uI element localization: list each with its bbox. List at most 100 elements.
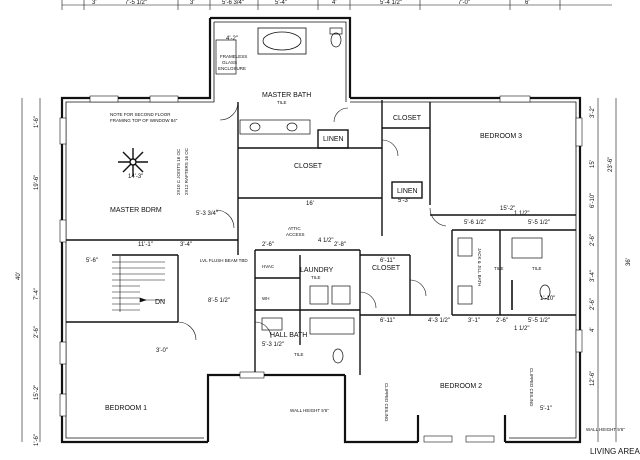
room-closet-top: CLOSET <box>393 115 422 122</box>
dim-top-1: 3' <box>92 0 96 6</box>
stair-dn-label: DN <box>155 299 165 306</box>
ceiling-fan-icon <box>118 148 148 176</box>
dim-2-8: 2'-8" <box>334 242 346 248</box>
dim-left-3: 7'-4" <box>34 288 40 300</box>
room-closet-hall: CLOSET <box>372 265 401 272</box>
dim-3-4: 3'-4" <box>180 242 192 248</box>
note-rafters: 2X12 RAFTERS 16 OC <box>184 147 189 195</box>
dim-14-3: 14'-3" <box>128 174 143 180</box>
note-clipped-ceiling-left: CLIPPED CEILING <box>384 383 389 422</box>
dim-top-6: 4' <box>332 0 336 6</box>
dim-top-5: 5'-4" <box>275 0 287 6</box>
windows <box>59 95 583 443</box>
room-tile-right: TILE <box>532 266 542 271</box>
dim-6-11-a: 6'-11" <box>380 258 395 264</box>
dim-top-4: 5'-6 3/4" <box>222 0 244 6</box>
jack-jill-fixtures <box>457 237 551 310</box>
left-dimension-lines <box>21 98 41 442</box>
master-tub <box>257 27 307 55</box>
exterior-wall-inner <box>65 21 577 439</box>
room-jack-jill-bath: JACK & JILL BATH <box>477 248 482 286</box>
note-wall-height-left: WALL HEIGHT 5'6" <box>290 408 329 413</box>
dim-11-1: 11'-1" <box>138 242 153 248</box>
washer-dryer <box>309 285 351 305</box>
room-laundry-tile: TILE <box>311 275 321 280</box>
dim-6-11-b: 6'-11" <box>380 318 395 324</box>
dim-right-2: 15' <box>590 160 596 168</box>
master-vanity-sinks <box>239 119 311 135</box>
dim-right-1: 3'-2" <box>590 106 596 118</box>
dim-right-outer-2: 36' <box>626 258 632 266</box>
dim-right-6: 2'-6" <box>590 298 596 310</box>
room-living-area: LIVING AREA <box>590 447 640 456</box>
dim-left-5: 15'-2" <box>34 385 40 400</box>
dim-right-3: 6'-10" <box>590 193 596 208</box>
note-attic-2: ACCESS <box>286 232 305 237</box>
dim-top-2: 7'-5 1/2" <box>125 0 147 6</box>
room-linen-1: LINEN <box>323 136 344 143</box>
note-frameless-3: ENCLOSURE <box>218 66 246 71</box>
dim-2-6: 2'-6" <box>262 242 274 248</box>
dim-8-5: 8'-5 1/2" <box>208 298 230 304</box>
dim-1-10: 1'-10" <box>540 296 555 302</box>
dim-top-7: 5'-4 1/2" <box>380 0 402 6</box>
master-toilet <box>329 27 343 48</box>
room-master-bdrm: MASTER BDRM <box>110 207 162 214</box>
dim-5-6: 5'-6" <box>86 258 98 264</box>
room-hall-bath-tile: TILE <box>294 352 304 357</box>
note-second-floor-1: NOTE FOR SECOND FLOOR <box>110 112 171 117</box>
note-frameless-1: FRAMELESS <box>220 54 247 59</box>
dim-3-0: 3'-0" <box>156 348 168 354</box>
dim-left-2: 19'-6" <box>34 175 40 190</box>
label-hvac: HVAC <box>262 264 275 269</box>
room-bedroom-3: BEDROOM 3 <box>480 133 522 140</box>
note-clipped-ceiling-right: CLIPPED CEILING <box>529 368 534 407</box>
exterior-walls <box>60 16 582 444</box>
note-second-floor-2: FRAMING TOP OF WINDOW 84" <box>110 118 178 123</box>
room-linen-2: LINEN <box>397 188 418 195</box>
dim-15-2: 15'-2" <box>500 206 515 212</box>
dim-right-7: 4' <box>590 328 596 332</box>
dim-5-6-b: 5'-6 1/2" <box>464 220 486 226</box>
room-laundry: LAUNDRY <box>300 267 334 274</box>
dim-4-3: 4'-3 1/2" <box>428 318 450 324</box>
right-dimension-lines <box>597 98 617 442</box>
dim-left-outer: 40' <box>16 272 22 280</box>
dim-right-outer-1: 23'-6" <box>608 157 614 172</box>
note-attic-1: ATTIC <box>288 226 301 231</box>
top-dimension-string <box>61 0 612 10</box>
dim-top-8: 7'-0" <box>458 0 470 6</box>
dim-5-5-b: 5'-5 1/2" <box>528 220 550 226</box>
dim-left-6: 1'-6" <box>34 434 40 446</box>
dim-top-3: 3' <box>190 0 194 6</box>
label-wh: WH <box>262 296 270 301</box>
room-hall-bath: HALL BATH <box>270 332 307 339</box>
dim-5-1: 5'-1" <box>540 406 552 412</box>
dim-5-3: 5'-3 1/2" <box>262 342 284 348</box>
dim-5-5-a: 5'-5 1/2" <box>528 318 550 324</box>
staircase <box>112 256 165 312</box>
note-wall-height-right: WALL HEIGHT 5'6" <box>586 427 625 432</box>
dim-right-5: 3'-4" <box>590 270 596 282</box>
dim-top-9: 6' <box>525 0 529 6</box>
dim-left-1: 1'-6" <box>34 116 40 128</box>
dim-5-3-3: 5'-3 3/4" <box>196 211 218 217</box>
interior-walls <box>66 100 576 375</box>
door-swings <box>177 101 447 341</box>
dim-left-4: 2'-6" <box>34 326 40 338</box>
dim-5-3-b: 5'-3" <box>398 198 410 204</box>
room-tile-left: TILE <box>494 266 504 271</box>
note-frameless-2: GLASS <box>222 60 237 65</box>
dim-1-half-a: 1 1/2" <box>514 211 529 217</box>
dim-3-1: 3'-1" <box>468 318 480 324</box>
dim-4-2: 4'-2" <box>226 36 238 42</box>
hall-bath-fixtures <box>261 317 355 364</box>
dim-16: 16' <box>306 201 314 207</box>
note-joists: 2X10 C JOISTS 16 OC <box>176 148 181 195</box>
note-flush-beam: LVL FLUSH BEAM TBD <box>200 258 248 263</box>
room-bedroom-2: BEDROOM 2 <box>440 383 482 390</box>
room-master-bath: MASTER BATH <box>262 92 311 99</box>
dim-right-4: 2'-6" <box>590 234 596 246</box>
room-bedroom-1: BEDROOM 1 <box>105 405 147 412</box>
